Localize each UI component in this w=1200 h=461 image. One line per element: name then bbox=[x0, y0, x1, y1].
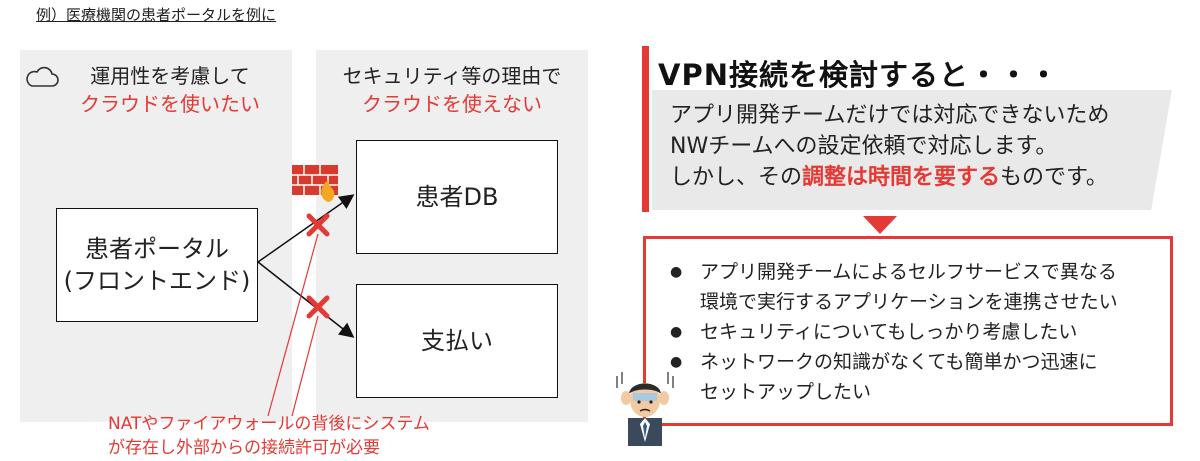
explanation-highlight: 調整は時間を要する bbox=[802, 165, 1000, 190]
pointer-line-2 bbox=[292, 316, 318, 416]
heading-accent-bar bbox=[642, 46, 649, 212]
explanation-text: アプリ開発チームだけでは対応できないため NWチームへの設定依頼で対応します。 … bbox=[670, 100, 1109, 193]
arrow-to-db bbox=[258, 196, 352, 262]
worried-person-icon bbox=[614, 366, 676, 446]
pointer-line-1 bbox=[268, 234, 318, 416]
arrow-to-payment bbox=[258, 262, 352, 336]
firewall-note-line2: が存在し外部からの接続許可が必要 bbox=[108, 436, 430, 460]
vpn-heading: VPN接続を検討すると・・・ bbox=[658, 52, 1059, 94]
firewall-note-line1: NATやファイアウォールの背後にシステム bbox=[108, 412, 430, 436]
wish-item-1-cont: 環境で実行するアプリケーションを連携させたい bbox=[670, 287, 1118, 317]
connector-layer bbox=[0, 0, 600, 461]
explanation-line2: NWチームへの設定依頼で対応します。 bbox=[670, 131, 1109, 162]
firewall-note: NATやファイアウォールの背後にシステム が存在し外部からの接続許可が必要 bbox=[108, 412, 430, 460]
explanation-line1: アプリ開発チームだけでは対応できないため bbox=[670, 100, 1109, 131]
explanation-line3: しかし、その調整は時間を要するものです。 bbox=[670, 162, 1109, 193]
wish-item-1: アプリ開発チームによるセルフサービスで異なる bbox=[670, 257, 1118, 287]
explanation-line3-suffix: ものです。 bbox=[1000, 165, 1108, 190]
wish-item-3: ネットワークの知識がなくても簡単かつ迅速に bbox=[670, 347, 1118, 377]
firewall-icon bbox=[292, 165, 338, 202]
explanation-line3-prefix: しかし、その bbox=[670, 165, 802, 190]
blocked-x-icon bbox=[309, 298, 327, 316]
wish-item-2: セキュリティについてもしっかり考慮したい bbox=[670, 317, 1118, 347]
wish-item-3-cont: セットアップしたい bbox=[670, 377, 1118, 407]
down-arrow-icon bbox=[863, 216, 897, 234]
wishes-list: アプリ開発チームによるセルフサービスで異なる 環境で実行するアプリケーションを連… bbox=[670, 257, 1118, 407]
